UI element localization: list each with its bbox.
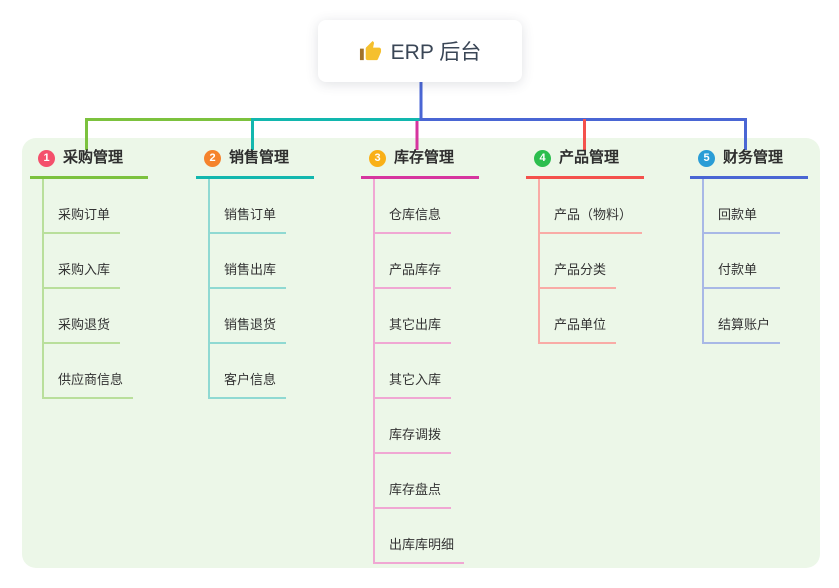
mindmap-node[interactable]: 客户信息: [210, 344, 287, 399]
branch-inventory-header[interactable]: 3 库存管理: [361, 147, 479, 179]
mindmap-node[interactable]: 出库库明细: [375, 509, 465, 564]
branch-sales: 2 销售管理 销售订单 销售出库 销售退货 客户信息: [196, 147, 314, 399]
branch-label: 库存管理: [394, 149, 455, 166]
root-node[interactable]: ERP 后台: [318, 20, 522, 82]
mindmap-node[interactable]: 销售退货: [210, 289, 287, 344]
branch-product-children: 产品（物料） 产品分类 产品单位: [538, 179, 644, 344]
branch-finance-children: 回款单 付款单 结算账户: [702, 179, 808, 344]
mindmap-node[interactable]: 销售订单: [210, 179, 287, 234]
mindmap-node[interactable]: 产品（物料）: [540, 179, 643, 234]
branch-sales-header[interactable]: 2 销售管理: [196, 147, 314, 179]
mindmap-node[interactable]: 供应商信息: [44, 344, 134, 399]
mindmap-node[interactable]: 结算账户: [704, 289, 781, 344]
branch-group-panel: [22, 138, 820, 568]
branch-purchase-children: 采购订单 采购入库 采购退货 供应商信息: [42, 179, 148, 399]
branch-label: 采购管理: [63, 149, 124, 166]
mindmap-node[interactable]: 采购退货: [44, 289, 121, 344]
branch-number-badge: 1: [38, 149, 55, 167]
branch-product: 4 产品管理 产品（物料） 产品分类 产品单位: [526, 147, 644, 344]
mindmap-node[interactable]: 销售出库: [210, 234, 287, 289]
branch-number-badge: 5: [698, 149, 715, 167]
branch-number-badge: 4: [534, 149, 551, 167]
root-node-label: ERP 后台: [390, 41, 482, 64]
mindmap-node[interactable]: 仓库信息: [375, 179, 452, 234]
mindmap-node[interactable]: 其它入库: [375, 344, 452, 399]
mindmap-node[interactable]: 采购入库: [44, 234, 121, 289]
mindmap-node[interactable]: 其它出库: [375, 289, 452, 344]
branch-product-header[interactable]: 4 产品管理: [526, 147, 644, 179]
mindmap-node[interactable]: 库存盘点: [375, 454, 452, 509]
mindmap-node[interactable]: 产品单位: [540, 289, 617, 344]
branch-number-badge: 3: [369, 149, 386, 167]
branch-purchase-header[interactable]: 1 采购管理: [30, 147, 148, 179]
branch-finance-header[interactable]: 5 财务管理: [690, 147, 808, 179]
branch-finance: 5 财务管理 回款单 付款单 结算账户: [690, 147, 808, 344]
mindmap-node[interactable]: 产品分类: [540, 234, 617, 289]
branch-label: 财务管理: [723, 149, 784, 166]
mindmap-node[interactable]: 回款单: [704, 179, 780, 234]
branch-label: 销售管理: [229, 149, 290, 166]
mindmap-node[interactable]: 产品库存: [375, 234, 452, 289]
branch-inventory: 3 库存管理 仓库信息 产品库存 其它出库 其它入库 库存调拨 库存盘点 出库库…: [361, 147, 479, 564]
branch-number-badge: 2: [204, 149, 221, 167]
mindmap-node[interactable]: 采购订单: [44, 179, 121, 234]
thumbs-up-icon: [359, 40, 382, 63]
mindmap-node[interactable]: 库存调拨: [375, 399, 452, 454]
branch-purchase: 1 采购管理 采购订单 采购入库 采购退货 供应商信息: [30, 147, 148, 399]
branch-inventory-children: 仓库信息 产品库存 其它出库 其它入库 库存调拨 库存盘点 出库库明细: [373, 179, 479, 564]
branch-label: 产品管理: [559, 149, 620, 166]
mindmap-node[interactable]: 付款单: [704, 234, 780, 289]
branch-sales-children: 销售订单 销售出库 销售退货 客户信息: [208, 179, 314, 399]
